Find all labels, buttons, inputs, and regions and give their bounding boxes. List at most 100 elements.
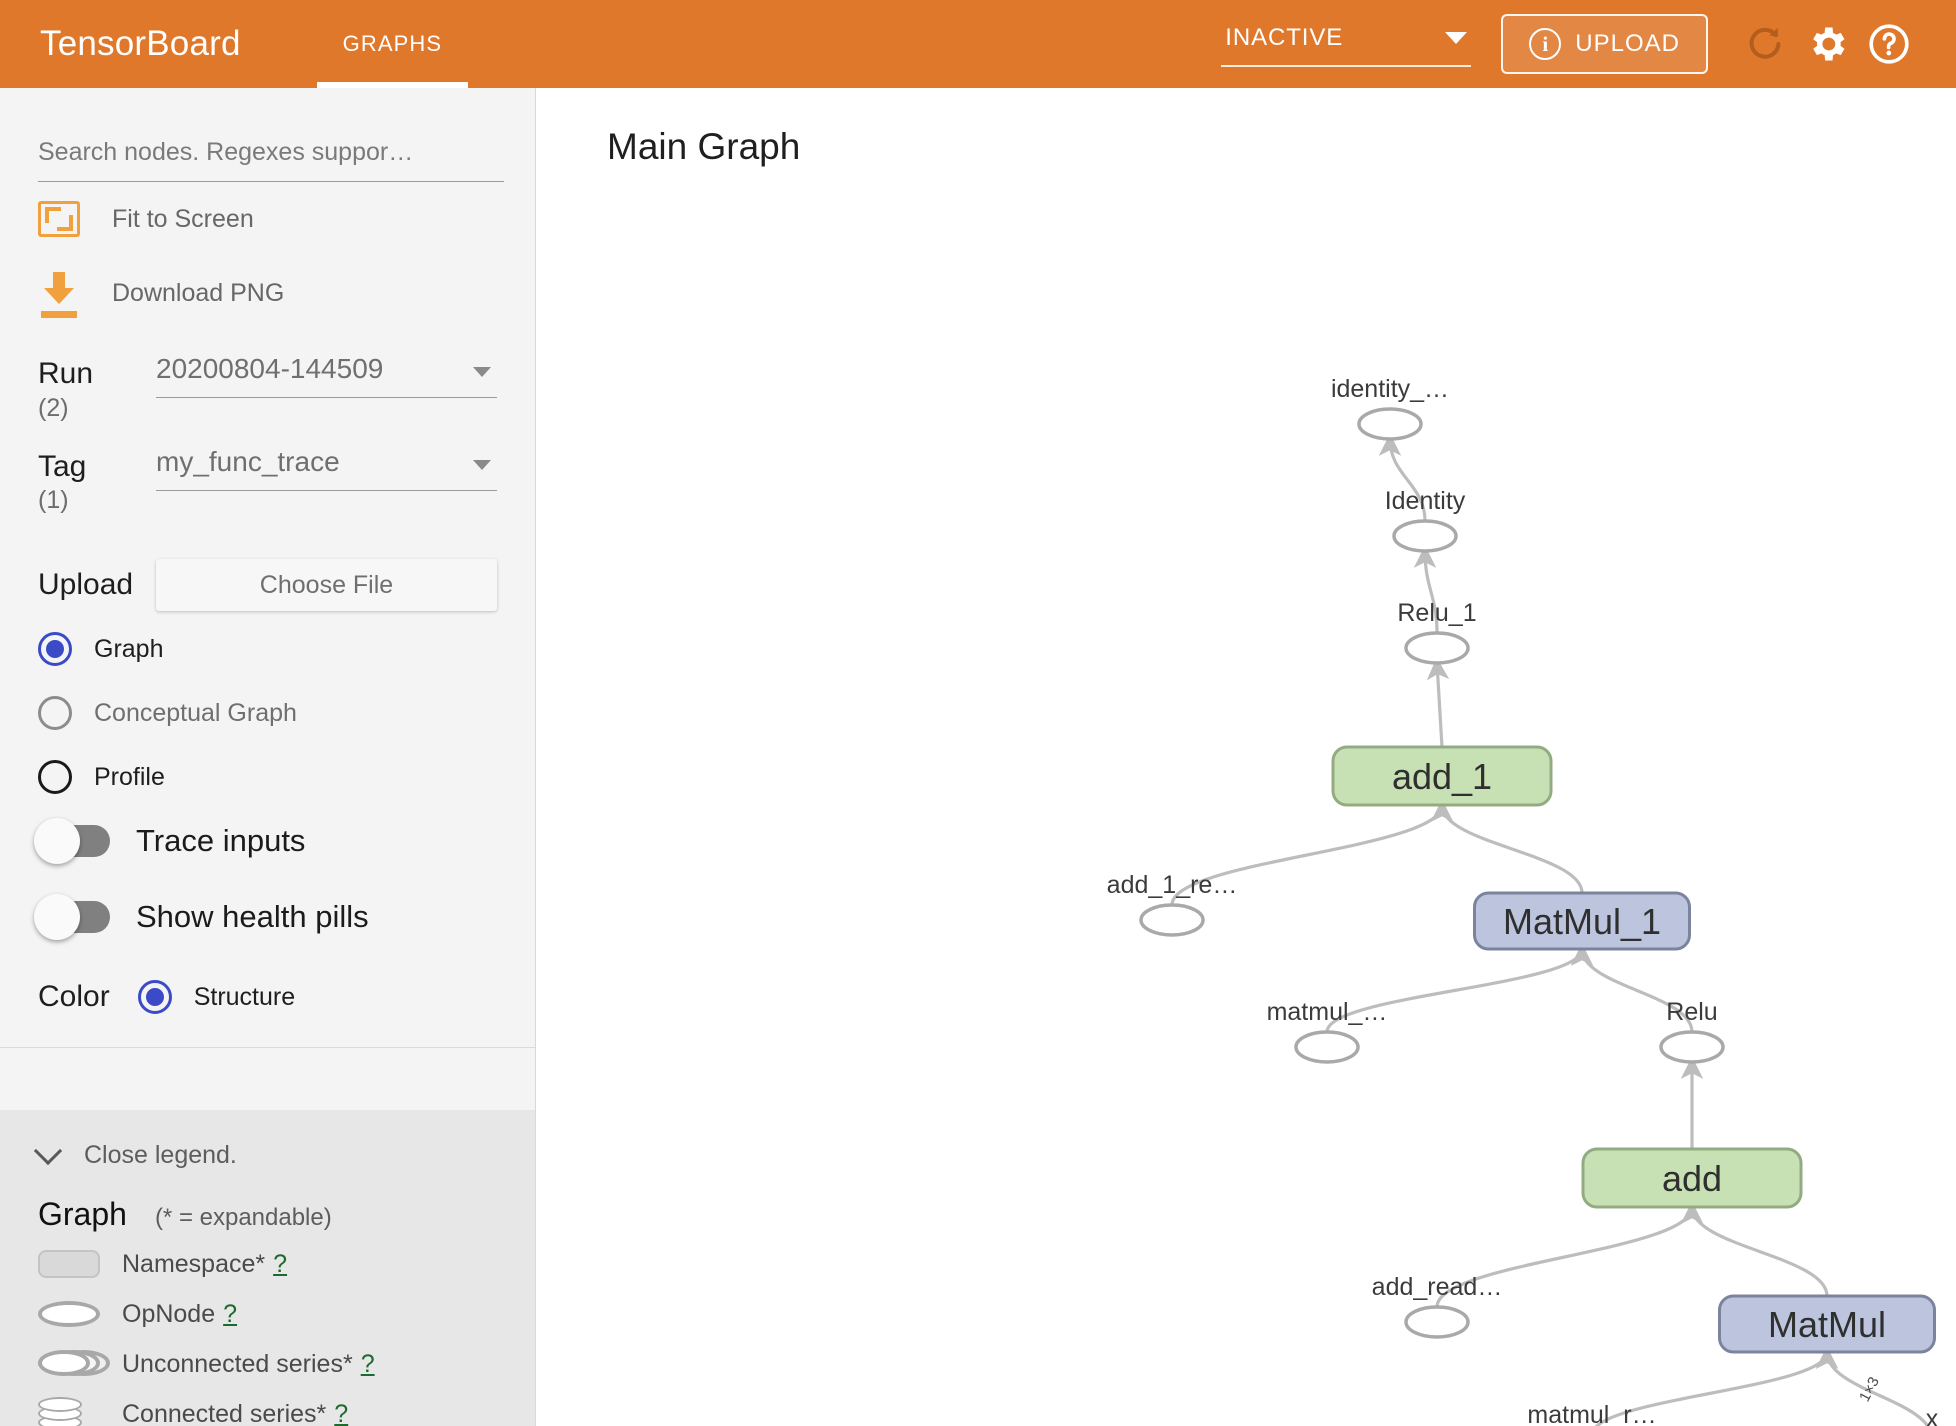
search-input[interactable] <box>38 134 504 182</box>
legend-item-connected-series-help[interactable]: ? <box>334 1399 349 1426</box>
legend-item-opnode-help[interactable]: ? <box>223 1299 238 1328</box>
graph-node-add_1[interactable]: add_1 <box>1331 745 1553 807</box>
radio-profile-label: Profile <box>94 762 165 791</box>
download-png-button[interactable]: Download PNG <box>38 256 497 330</box>
op-node-shape <box>1404 631 1470 665</box>
tag-count: (1) <box>38 486 69 514</box>
app-logo: TensorBoard <box>40 24 241 63</box>
choose-file-label: Choose File <box>259 570 394 599</box>
unconnected-series-swatch-wrap <box>38 1350 122 1378</box>
graph-node-label: matmul_r… <box>1527 1401 1656 1426</box>
toggle-trace-inputs-label: Trace inputs <box>136 823 306 858</box>
settings-button[interactable] <box>1796 13 1858 75</box>
group-node-shape <box>1473 891 1691 951</box>
run-status-select[interactable]: INACTIVE <box>1221 21 1472 67</box>
refresh-button[interactable] <box>1734 13 1796 75</box>
help-button[interactable] <box>1858 13 1920 75</box>
upload-label: Upload <box>38 568 134 601</box>
graph-node-matmul_read1[interactable]: matmul_… <box>1267 998 1388 1064</box>
run-dropdown[interactable]: 20200804-144509 <box>156 352 497 398</box>
radio-profile-indicator <box>38 760 72 794</box>
graph-node-label: add_1_re… <box>1107 871 1238 899</box>
graph-node-add_1_read[interactable]: add_1_re… <box>1107 871 1238 937</box>
main-region: Fit to Screen Download PNG Run (2) <box>0 88 1956 1426</box>
search-row <box>38 88 504 182</box>
tag-dropdown[interactable]: my_func_trace <box>156 445 497 491</box>
graph-edge <box>1595 1346 1839 1426</box>
op-node-shape <box>1139 903 1205 937</box>
chevron-down-icon <box>1445 32 1468 44</box>
radio-conceptual-graph[interactable]: Conceptual Graph <box>38 687 497 739</box>
toggle-trace-inputs-switch <box>34 818 110 864</box>
graph-node-Relu_1[interactable]: Relu_1 <box>1397 599 1477 665</box>
graph-edge <box>1426 657 1450 748</box>
opnode-swatch-wrap <box>38 1301 122 1327</box>
graph-node-label: add <box>1662 1158 1722 1199</box>
graph-node-MatMul_1[interactable]: MatMul_1 <box>1473 891 1691 951</box>
graph-node-x[interactable]: x <box>1901 1405 1956 1426</box>
radio-structure-indicator[interactable] <box>137 980 172 1014</box>
graph-edge <box>1430 799 1584 894</box>
graph-node-MatMul[interactable]: MatMul <box>1718 1294 1936 1354</box>
opnode-swatch-icon <box>38 1301 100 1327</box>
upload-button[interactable]: i UPLOAD <box>1501 14 1708 74</box>
radio-profile[interactable]: Profile <box>38 751 497 803</box>
graph-node-matmul_read[interactable]: matmul_r… <box>1527 1401 1656 1426</box>
fit-to-screen-label: Fit to Screen <box>112 204 254 233</box>
legend-panel: Close legend. Graph (* = expandable) Nam… <box>0 1110 535 1426</box>
tag-label-group: Tag (1) <box>38 445 156 516</box>
graph-node-add_read[interactable]: add_read… <box>1372 1273 1503 1339</box>
legend-item-opnode: OpNode ? <box>38 1295 497 1333</box>
legend-item-connected-series: Connected series* ? <box>38 1395 497 1426</box>
tag-label: Tag <box>38 449 87 483</box>
legend-item-opnode-label: OpNode <box>122 1299 216 1328</box>
legend-item-unconnected-series-help[interactable]: ? <box>360 1349 375 1378</box>
unconnected-series-swatch-icon <box>38 1350 110 1378</box>
close-legend-button[interactable]: Close legend. <box>33 1110 497 1186</box>
fit-to-screen-button[interactable]: Fit to Screen <box>38 182 497 256</box>
radio-structure-label: Structure <box>193 982 296 1011</box>
legend-item-unconnected-series: Unconnected series* ? <box>38 1345 497 1383</box>
toggle-trace-inputs[interactable]: Trace inputs <box>34 803 497 879</box>
download-png-label: Download PNG <box>112 278 285 307</box>
nav-tabs: GRAPHS <box>316 0 469 88</box>
graph-node-Identity[interactable]: Identity <box>1385 487 1466 553</box>
run-count: (2) <box>38 393 69 422</box>
graph-edge-label: 1×3 <box>1856 1374 1883 1404</box>
legend-heading: Graph (* = expandable) <box>38 1196 497 1233</box>
graph-node-identity_1[interactable]: identity_… <box>1331 375 1449 441</box>
sidebar-controls: Fit to Screen Download PNG Run (2) <box>0 88 535 1029</box>
op-node-shape <box>1357 407 1423 441</box>
run-label-group: Run (2) <box>38 352 156 423</box>
graph-edge <box>1325 943 1594 1033</box>
legend-item-namespace-label: Namespace* <box>122 1249 266 1278</box>
top-app-bar: TensorBoard GRAPHS INACTIVE i UPLOAD <box>0 0 1956 88</box>
graph-node-Relu[interactable]: Relu <box>1659 998 1725 1064</box>
graph-node-label: MatMul <box>1768 1304 1886 1345</box>
graph-node-add[interactable]: add <box>1581 1147 1803 1209</box>
graph-node-label: MatMul_1 <box>1503 901 1661 942</box>
op-node-shape <box>1659 1030 1725 1064</box>
legend-title: Graph <box>38 1196 127 1232</box>
legend-subtitle: (* = expandable) <box>154 1204 332 1231</box>
radio-graph[interactable]: Graph <box>38 623 497 675</box>
sidebar-divider <box>0 1047 535 1048</box>
tab-graphs[interactable]: GRAPHS <box>316 0 469 88</box>
gear-icon <box>1813 27 1845 61</box>
graph-edge <box>1815 1346 1930 1426</box>
choose-file-button[interactable]: Choose File <box>156 559 497 611</box>
info-circle-icon: i <box>1529 28 1562 60</box>
legend-item-namespace: Namespace* ? <box>38 1245 497 1283</box>
toggle-health-pills[interactable]: Show health pills <box>34 879 497 955</box>
graph-node-label: x <box>1926 1405 1939 1426</box>
graph-node-label: Identity <box>1385 487 1466 515</box>
op-node-shape <box>1294 1030 1360 1064</box>
graph-node-label: add_read… <box>1372 1273 1503 1301</box>
legend-item-namespace-help[interactable]: ? <box>273 1249 288 1278</box>
legend-item-connected-series-label: Connected series* <box>122 1399 327 1426</box>
chevron-down-icon <box>473 459 491 470</box>
